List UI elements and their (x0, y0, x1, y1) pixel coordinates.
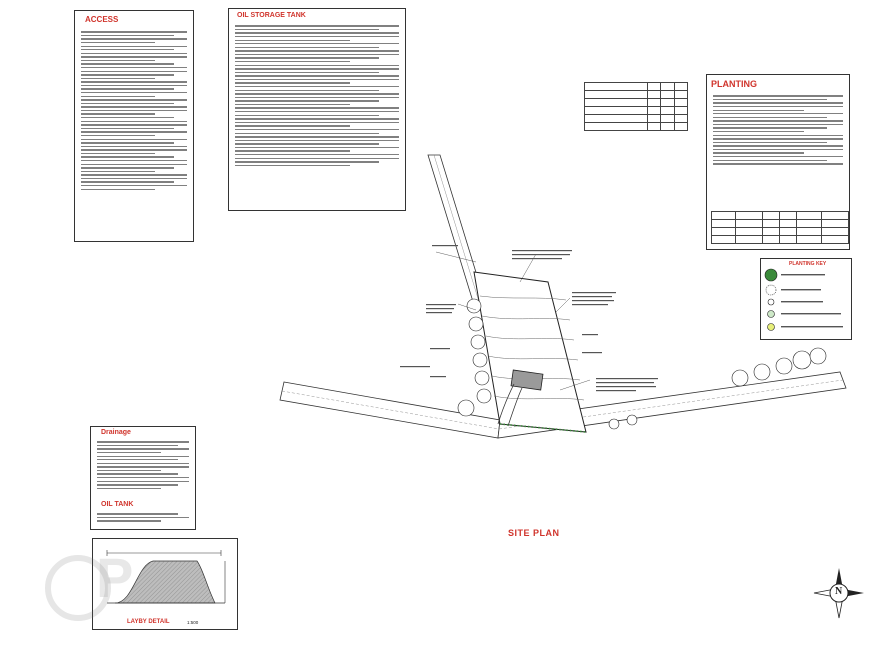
planting-key-panel: PLANTING KEY (760, 258, 852, 340)
drainage-text (97, 439, 189, 491)
oil-storage-panel: OIL STORAGE TANK (228, 8, 406, 211)
oil-tank-title: OIL TANK (101, 501, 134, 508)
layby-detail-drawing (106, 550, 226, 604)
watermark-text: P (96, 546, 135, 609)
access-panel: ACCESS (74, 10, 194, 242)
planting-detail-table (711, 211, 850, 244)
key-existing-tree-icon (767, 310, 775, 318)
drainage-title: Drainage (101, 429, 131, 436)
drainage-panel: Drainage OIL TANK (90, 426, 196, 530)
layby-title: LAYBY DETAIL (127, 619, 170, 625)
planting-text (713, 93, 843, 167)
key-flower-icon (767, 323, 775, 331)
planting-key-symbols (764, 268, 843, 331)
key-tree-icon (764, 268, 778, 282)
access-title: ACCESS (85, 15, 119, 24)
watermark-logo-icon (45, 555, 111, 621)
planting-panel: PLANTING (706, 74, 850, 250)
proposed-dwelling (510, 369, 544, 391)
access-text (81, 29, 187, 192)
planting-schedule-table (584, 82, 688, 131)
site-plan-title: SITE PLAN (508, 528, 560, 538)
layby-detail-panel: LAYBY DETAIL 1:500 (92, 538, 238, 630)
key-hedge-icon (765, 284, 777, 296)
planting-title: PLANTING (711, 79, 757, 89)
north-arrow-icon (813, 568, 864, 619)
key-shrub-icon (767, 298, 775, 306)
tree-group-lane (466, 298, 492, 404)
tree-group-road (457, 347, 827, 430)
planting-key-title: PLANTING KEY (789, 261, 827, 267)
oil-tank-text (97, 511, 189, 524)
north-label: N (835, 586, 843, 597)
oil-storage-title: OIL STORAGE TANK (237, 12, 306, 19)
oil-storage-text (235, 23, 399, 168)
layby-scale: 1:500 (187, 620, 199, 625)
